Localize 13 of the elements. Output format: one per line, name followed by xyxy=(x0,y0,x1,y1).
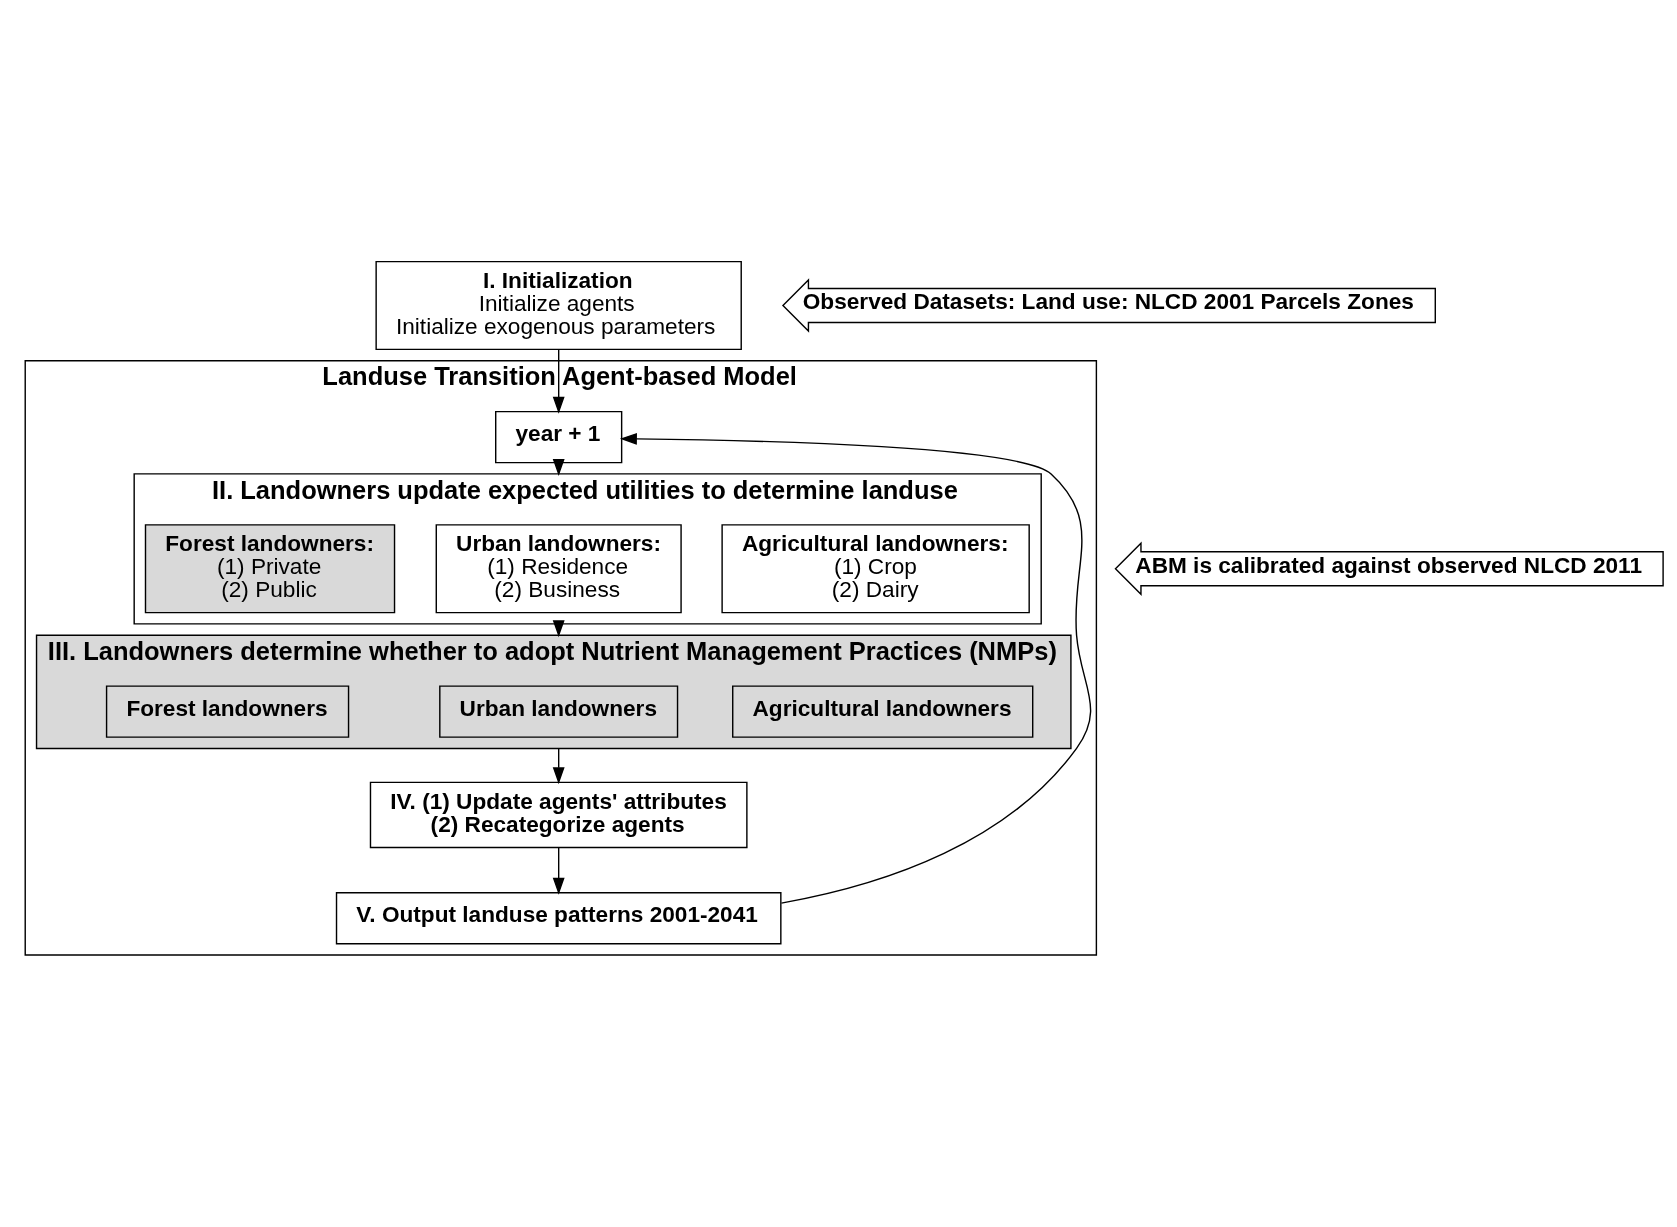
node-box: I. Initialization Initialize agents Initialize exogenous parameters xyxy=(375,260,742,350)
node-box: Urban landowners xyxy=(439,684,679,738)
node-box: Forest landowners xyxy=(105,684,350,738)
arrow xyxy=(552,846,565,895)
arrow xyxy=(552,747,565,784)
arrow xyxy=(552,348,565,414)
node-box: Urban landowners: (1) Residence (2) Business xyxy=(435,523,682,613)
arrow xyxy=(619,432,1092,904)
node-box: IV. (1) Update agents' attributes (2) Recategorize agents xyxy=(369,781,748,848)
node-box: Agricultural landowners: (1) Crop (2) Dairy xyxy=(721,523,1030,613)
node-box: V. Output landuse patterns 2001-2041 xyxy=(335,891,782,944)
node-box: Agricultural landowners xyxy=(732,684,1034,738)
node-box: Forest landowners: (1) Private (2) Public xyxy=(144,523,396,613)
